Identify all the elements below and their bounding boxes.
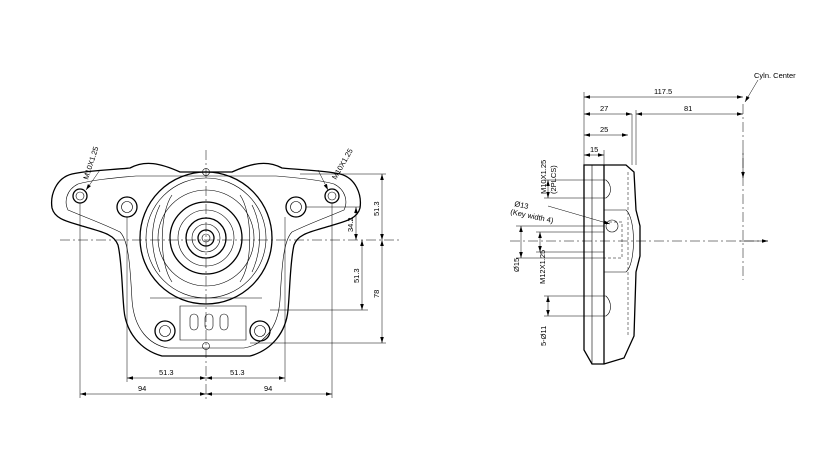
kidney-port-left xyxy=(152,204,161,273)
slot-3 xyxy=(219,313,229,331)
bolt-hole-bottom-left xyxy=(154,320,176,342)
label-15: 15 xyxy=(590,145,598,154)
leader-thread-right xyxy=(317,169,329,191)
bore-ring-4 xyxy=(169,201,243,275)
side-body-outline xyxy=(583,164,641,365)
label-shaft-thread: M12X1.25 xyxy=(538,250,547,284)
label-513-right: 51.3 xyxy=(230,368,245,377)
leader-thread-left xyxy=(85,169,101,191)
label-holes: 5-Ø11 xyxy=(539,326,548,346)
label-513-upper: 51.3 xyxy=(372,201,381,216)
side-boss xyxy=(604,209,634,273)
lower-pocket xyxy=(179,305,247,341)
flange-inner-outline xyxy=(65,175,347,349)
bore-ring-3 xyxy=(157,189,255,287)
ear-hole-left-inner xyxy=(75,191,85,201)
ear-hole-left xyxy=(72,188,88,204)
ear-hole-right-inner xyxy=(327,191,337,201)
leader-bore xyxy=(547,205,611,225)
label-shaft-dia: Ø15 xyxy=(512,258,521,272)
bore-ring-5 xyxy=(177,209,235,267)
slot-1 xyxy=(189,313,199,331)
bolt-hole-bottom-right xyxy=(249,320,271,342)
label-27: 27 xyxy=(600,104,608,113)
slot-2 xyxy=(204,313,214,331)
bore-ring-outer xyxy=(139,171,273,305)
label-key-width: (Key width 4) xyxy=(510,207,555,225)
label-bore-dia: Ø13 xyxy=(514,199,530,211)
label-thread-left: M10X1.25 xyxy=(81,145,100,180)
bolt-hole-top-left xyxy=(116,196,138,218)
bolt-hole-top-right-inner xyxy=(290,201,302,213)
label-top-thread: M10X1.25 xyxy=(539,160,548,194)
label-cyl-center: Cyln. Center xyxy=(754,71,796,80)
label-342: 34.2 xyxy=(346,217,355,232)
label-94-left: 94 xyxy=(138,384,146,393)
key-bore xyxy=(605,219,619,233)
front-view: 94 94 51.3 51.3 51.3 51.3 34.2 78 M10X1.… xyxy=(50,145,400,400)
label-81: 81 xyxy=(684,104,692,113)
side-hole-top xyxy=(584,179,611,199)
ear-hole-right xyxy=(324,188,340,204)
bolt-hole-top-left-inner xyxy=(121,201,133,213)
kidney-port-right xyxy=(251,204,260,273)
label-513-left: 51.3 xyxy=(159,368,174,377)
bore-ring-6 xyxy=(185,217,227,259)
label-25: 25 xyxy=(600,125,608,134)
side-hole-mid xyxy=(604,221,623,259)
label-thread-right: M10X1.25 xyxy=(330,147,355,181)
bore-ring-7 xyxy=(191,223,221,253)
shaft-circle xyxy=(197,229,215,247)
side-view: 117.5 81 27 25 15 Cyln. Center Ø13 (Key … xyxy=(510,71,796,365)
label-78: 78 xyxy=(372,290,381,298)
bolt-hole-bottom-right-inner xyxy=(254,325,266,337)
label-1175: 117.5 xyxy=(654,87,672,96)
shaft-core xyxy=(201,233,211,243)
label-513-lower: 51.3 xyxy=(352,268,361,283)
side-hole-bottom xyxy=(584,295,611,317)
label-top-thread-note: (2PLCS) xyxy=(549,165,558,194)
small-hole-bottom xyxy=(202,342,210,350)
bolt-hole-top-right xyxy=(285,196,307,218)
inner-arc-right xyxy=(239,194,251,283)
bolt-hole-bottom-left-inner xyxy=(159,325,171,337)
label-94-right: 94 xyxy=(264,384,272,393)
inner-arc-left xyxy=(161,194,173,283)
leader-cyl-center xyxy=(744,79,759,103)
